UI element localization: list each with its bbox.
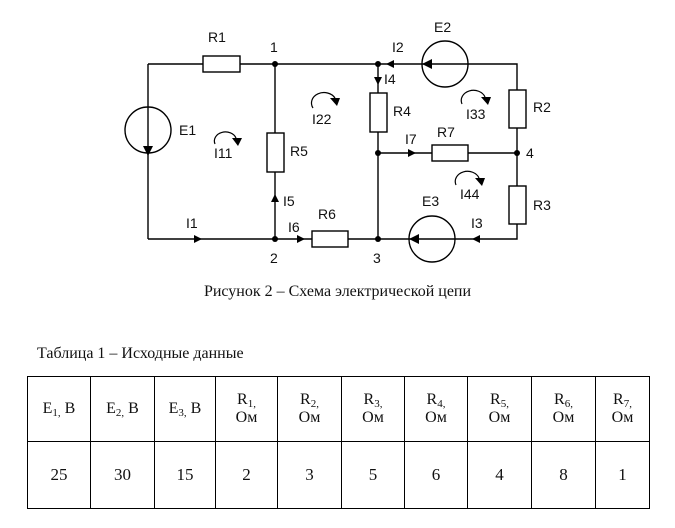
- value-r1: 2: [215, 441, 278, 509]
- wire-top-right: [378, 63, 518, 90]
- label-i5: I5: [283, 193, 295, 209]
- e1-arrow-icon: [143, 146, 153, 156]
- node-mid-junction-dot: [375, 150, 381, 156]
- value-r4: 6: [404, 441, 468, 509]
- node-top-junction-dot: [375, 61, 381, 67]
- loop-i33-arrow-icon: [481, 97, 491, 105]
- resistor-r6: [311, 230, 349, 248]
- label-r6: R6: [318, 206, 336, 222]
- i3-arrow-icon: [472, 235, 480, 243]
- header-r1: R1,Ом: [215, 376, 278, 442]
- header-r5: R5,Ом: [467, 376, 532, 442]
- label-i22: I22: [312, 111, 332, 127]
- header-e1: E1, В: [27, 376, 91, 442]
- e2-arrow-icon: [422, 59, 432, 69]
- label-i2: I2: [392, 39, 404, 55]
- label-e2: E2: [434, 19, 451, 35]
- resistor-r2: [508, 89, 527, 129]
- label-i3: I3: [471, 215, 483, 231]
- value-r6: 8: [531, 441, 596, 509]
- header-r4: R4,Ом: [404, 376, 468, 442]
- value-r3: 5: [341, 441, 405, 509]
- label-i6: I6: [288, 219, 300, 235]
- header-r2: R2,Ом: [277, 376, 342, 442]
- loop-i22-arc: [310, 91, 336, 109]
- label-i33: I33: [466, 106, 486, 122]
- header-r7: R7,Ом: [595, 376, 650, 442]
- i5-arrow-icon: [271, 194, 279, 202]
- wire-bottom-right: [378, 224, 518, 240]
- value-e3: 15: [154, 441, 216, 509]
- i4-arrow-icon: [374, 77, 382, 85]
- loop-i44-arc: [454, 170, 480, 186]
- i2-arrow-icon: [386, 60, 394, 68]
- node-3-dot: [375, 236, 381, 242]
- table-values-row: 25 30 15 2 3 5 6 4 8 1: [27, 441, 650, 509]
- loop-i11-arc: [213, 131, 237, 145]
- label-node-3: 3: [373, 250, 381, 266]
- i1-arrow-icon: [194, 235, 202, 243]
- table-header-row: E1, В E2, В E3, В R1,Ом R2,Ом R3,Ом R4,О…: [27, 376, 650, 442]
- label-r2: R2: [533, 99, 551, 115]
- value-r2: 3: [277, 441, 342, 509]
- table-caption: Таблица 1 – Исходные данные: [37, 345, 244, 362]
- label-node-4: 4: [526, 145, 534, 161]
- label-r5: R5: [290, 143, 308, 159]
- node-1-dot: [272, 61, 278, 67]
- loop-i22-arrow-icon: [330, 98, 340, 106]
- label-i44: I44: [460, 186, 480, 202]
- e3-arrow-icon: [409, 234, 419, 244]
- label-i1: I1: [186, 215, 198, 231]
- figure-caption: Рисунок 2 – Схема электрической цепи: [203, 283, 472, 300]
- label-i7: I7: [405, 131, 417, 147]
- label-node-2: 2: [270, 250, 278, 266]
- circuit-diagram: R1 R2 R3 R4 R5 R6 R7 E1 E2 E3 1 2 3 4 I1…: [124, 19, 551, 266]
- label-r7: R7: [437, 124, 455, 140]
- i6-arrow-icon: [297, 235, 305, 243]
- loop-i44-arrow-icon: [475, 178, 485, 186]
- label-r1: R1: [208, 29, 226, 45]
- header-r6: R6,Ом: [531, 376, 596, 442]
- resistor-r7: [431, 144, 469, 162]
- loop-i11-arrow-icon: [232, 138, 242, 146]
- loop-i33-arc: [460, 89, 486, 105]
- resistor-r1: [202, 55, 241, 73]
- resistor-r5: [266, 132, 285, 173]
- value-r5: 4: [467, 441, 532, 509]
- value-e1: 25: [27, 441, 91, 509]
- node-2-dot: [272, 236, 278, 242]
- header-e2: E2, В: [90, 376, 155, 442]
- label-e1: E1: [179, 122, 196, 138]
- i7-arrow-icon: [408, 149, 416, 157]
- value-e2: 30: [90, 441, 155, 509]
- value-r7: 1: [595, 441, 650, 509]
- header-e3: E3, В: [154, 376, 216, 442]
- label-i4: I4: [384, 71, 396, 87]
- label-e3: E3: [422, 193, 439, 209]
- header-r3: R3,Ом: [341, 376, 405, 442]
- resistor-r3: [508, 185, 527, 225]
- label-i11: I11: [214, 145, 233, 161]
- resistor-r4: [369, 92, 388, 133]
- label-r4: R4: [393, 103, 411, 119]
- node-4-dot: [514, 150, 520, 156]
- label-r3: R3: [533, 197, 551, 213]
- source-data-table: E1, В E2, В E3, В R1,Ом R2,Ом R3,Ом R4,О…: [27, 376, 650, 509]
- label-node-1: 1: [270, 39, 278, 55]
